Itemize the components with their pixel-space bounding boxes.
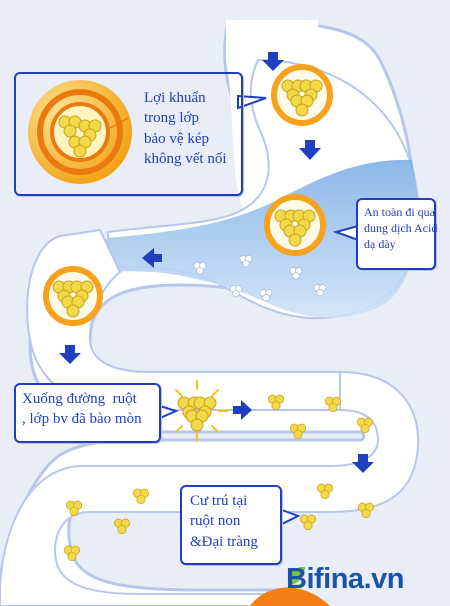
capsule-callout: Lợi khuẩn trong lớp bảo vệ kép không vết… [14,72,243,196]
capsule-dissolving-icon [166,380,228,442]
callout-pointer [281,508,301,526]
callout-line: dung dịch Acid [364,221,438,236]
brand-domain: .vn [363,563,405,595]
stomach-callout: An toàn đi qua dung dịch Acid dạ dày [356,198,438,270]
arrow-right-icon [233,400,252,420]
callout-line: Cư trú tại [190,493,248,509]
callout-line: trong lớp [144,110,200,127]
callout-line: &Đại tràng [190,533,258,550]
callout-line: , lớp bv đã bào mòn [22,411,142,428]
brand-logo: Bifina.vn [286,563,404,596]
callout-line: không vết nối [144,150,227,167]
callout-line: An toàn đi qua [364,205,435,219]
arrow-down-icon [262,52,284,71]
callout-line: bảo vệ kép [144,130,209,147]
callout-line: Xuống đường ruột [22,391,137,407]
callout-pointer [237,94,267,110]
arrow-left-icon [142,248,162,268]
arrow-down-icon [59,345,81,364]
brand-name: Bifina [286,563,364,595]
capsule-icon [43,266,103,326]
colon-callout: Cư trú tại ruột non &Đại tràng [180,485,282,565]
capsule-icon [264,194,326,256]
leaf-icon [288,566,305,585]
intestine-callout: Xuống đường ruột , lớp bv đã bào mòn [14,383,161,443]
callout-line: Lợi khuẩn [144,90,206,106]
brand-swoosh [250,587,330,606]
flow-arrows [59,52,374,473]
acid-pool [108,159,418,318]
arrow-down-icon [352,454,374,473]
capsule-cross-section [28,80,132,184]
callout-line: dạ dày [364,237,396,252]
callout-line: ruột non [190,513,241,530]
capsule-icon [271,64,333,126]
arrow-down-icon [299,140,321,160]
